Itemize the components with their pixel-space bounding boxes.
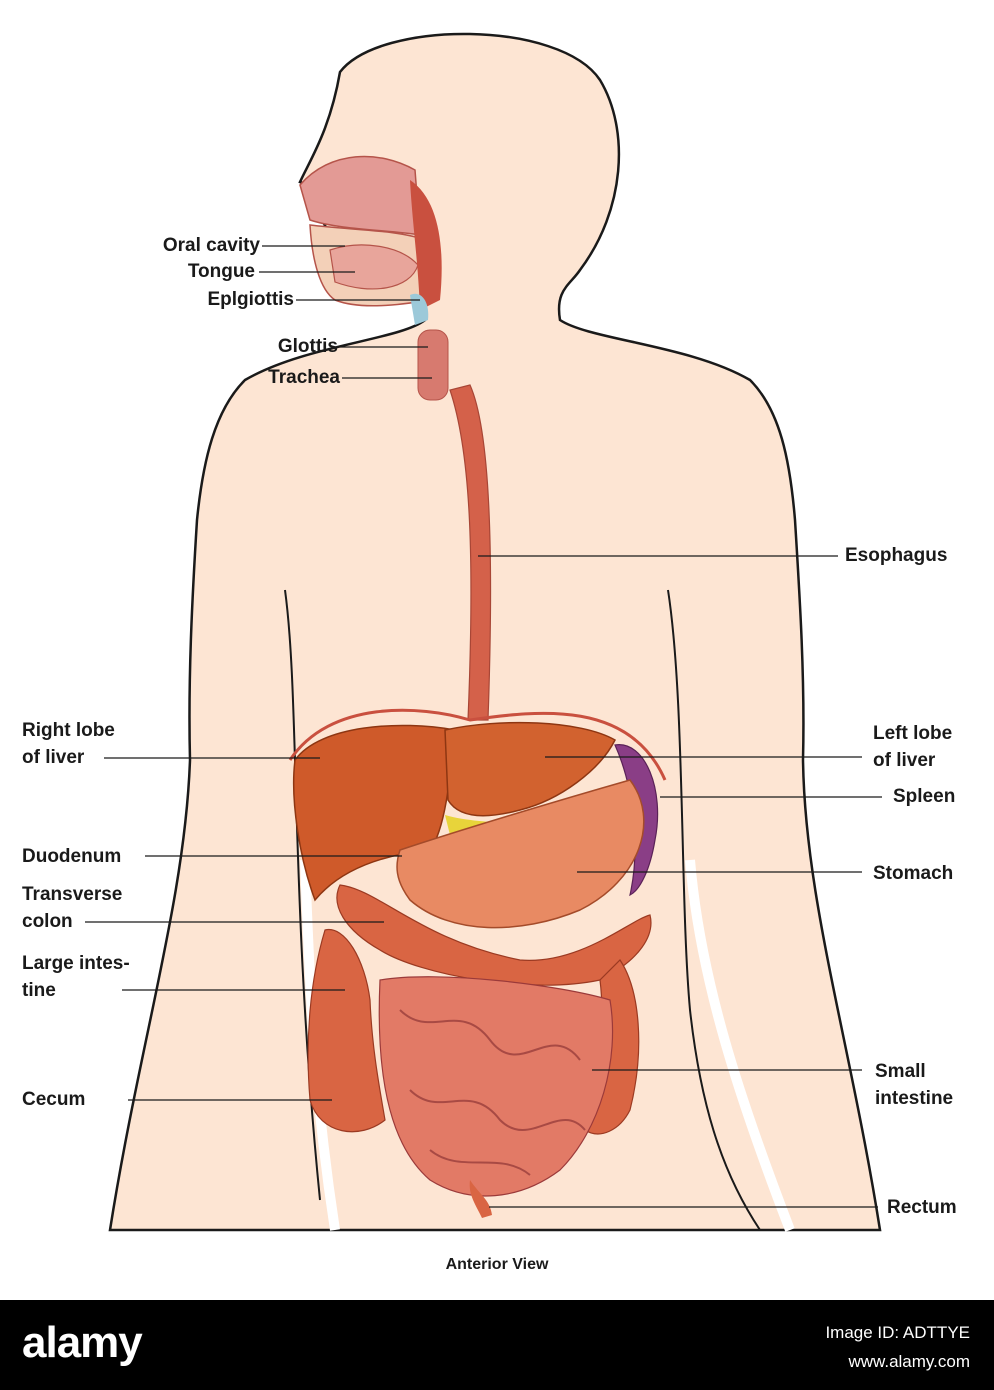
- left-arm-inner: [685, 859, 795, 1232]
- image-id-text: Image ID: ADTTYE: [825, 1323, 970, 1342]
- small-intestine-folds: [399, 1009, 586, 1176]
- small-intestine-shape: [378, 976, 614, 1197]
- epiglottis-shape: [410, 293, 429, 325]
- label-trachea: Trachea: [268, 367, 340, 388]
- rectum-shape: [469, 1180, 492, 1218]
- transverse-colon-shape: [336, 884, 652, 986]
- diaphragm: [288, 708, 667, 781]
- trachea-shape: [417, 329, 449, 401]
- label-right-lobe-liver: Right lobe of liver: [22, 720, 115, 768]
- footer-bar: [0, 1300, 994, 1390]
- label-large-intestine: Large intes- tine: [22, 953, 130, 1001]
- label-stomach: Stomach: [873, 863, 954, 884]
- label-cecum: Cecum: [22, 1089, 86, 1110]
- esophagus-shape: [449, 384, 492, 721]
- label-duodenum: Duodenum: [22, 846, 122, 867]
- stomach-shape: [396, 779, 645, 929]
- label-oral-cavity: Oral cavity: [162, 235, 260, 256]
- liver-left-lobe-shape: [444, 721, 616, 817]
- large-intestine-shape: [307, 929, 386, 1133]
- label-left-lobe-liver: Left lobe of liver: [873, 723, 953, 771]
- digestive-system-diagram: [85, 32, 882, 1232]
- label-small-intestine: Small intestine: [875, 1061, 954, 1109]
- label-transverse-colon: Transverse colon: [22, 884, 123, 932]
- label-rectum: Rectum: [887, 1197, 957, 1218]
- label-epiglottis: Eplgiottis: [207, 289, 294, 310]
- caption-anterior-view: Anterior View: [445, 1256, 549, 1273]
- leader-lines: [85, 245, 882, 1208]
- alamy-logo: alamy: [22, 1318, 143, 1367]
- site-url-text: www.alamy.com: [848, 1352, 970, 1371]
- pharynx: [410, 180, 442, 310]
- label-tongue: Tongue: [187, 261, 255, 282]
- label-glottis: Glottis: [277, 336, 338, 357]
- label-esophagus: Esophagus: [845, 545, 948, 566]
- label-spleen: Spleen: [893, 786, 956, 807]
- left-arm-line: [667, 589, 761, 1231]
